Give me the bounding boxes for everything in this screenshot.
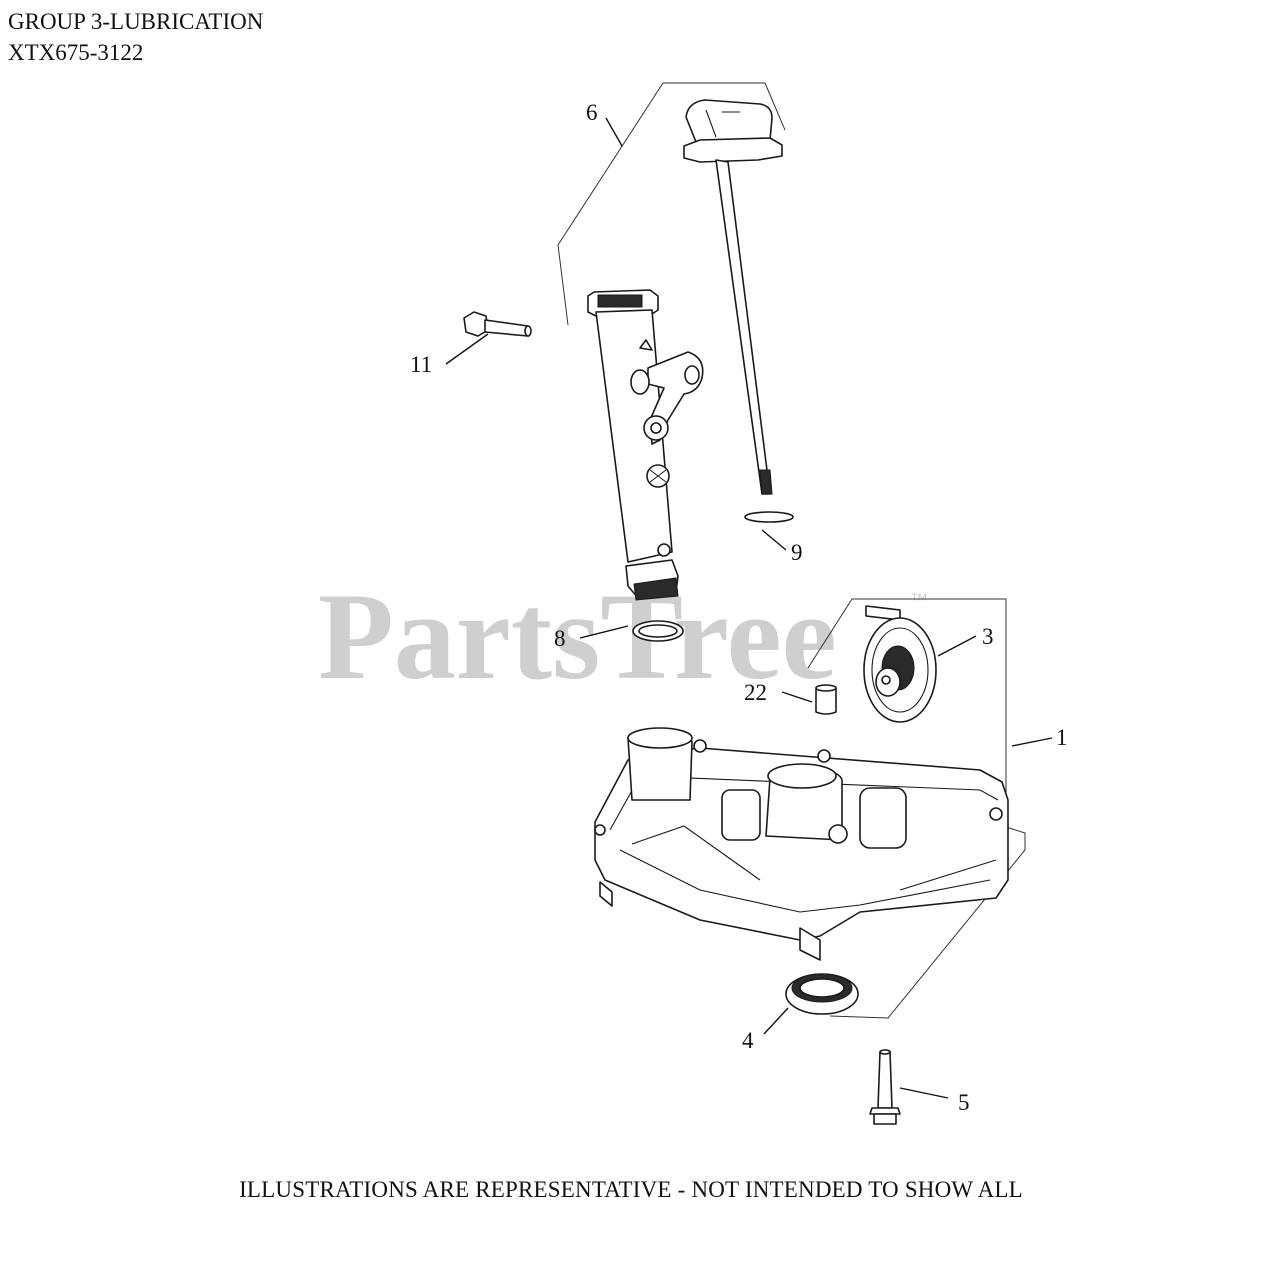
leader-4 [763, 1007, 789, 1035]
callout-9[interactable]: 9 [791, 540, 803, 565]
callout-6[interactable]: 6 [586, 100, 598, 125]
leader-8 [579, 625, 629, 639]
part-1-crankcase-cover[interactable] [594, 727, 1009, 961]
callout-22[interactable]: 22 [744, 680, 767, 705]
part-3-governor-gear[interactable] [863, 605, 937, 723]
part-5-bolt[interactable] [869, 1049, 901, 1125]
part-9-o-ring[interactable] [744, 511, 794, 523]
disclaimer-text: ILLUSTRATIONS ARE REPRESENTATIVE - NOT I… [239, 1177, 1023, 1202]
part-11-bolt[interactable] [463, 311, 532, 337]
watermark-trademark: ™ [910, 590, 928, 610]
oil-fill-tube[interactable] [587, 289, 704, 601]
callout-8[interactable]: 8 [554, 626, 566, 651]
leader-22 [781, 691, 813, 703]
watermark: PartsTree [318, 568, 837, 705]
part-4-oil-seal[interactable] [785, 973, 859, 1015]
callout-4[interactable]: 4 [742, 1028, 754, 1053]
leader-5 [899, 1087, 949, 1099]
assembly-bracket-dipstick [557, 82, 786, 326]
leader-3 [937, 635, 977, 657]
callout-11[interactable]: 11 [410, 352, 432, 377]
callout-1[interactable]: 1 [1056, 725, 1068, 750]
page-header: GROUP 3-LUBRICATION XTX675-3122 [8, 6, 263, 68]
leader-6 [605, 117, 623, 147]
part-8-o-ring[interactable] [632, 620, 684, 642]
leader-1 [1011, 737, 1053, 747]
leader-9 [761, 529, 787, 551]
assembly-bracket-housing [807, 598, 1026, 1019]
callout-5[interactable]: 5 [958, 1090, 970, 1115]
group-title: GROUP 3-LUBRICATION [8, 9, 264, 34]
model-number: XTX675-3122 [8, 40, 144, 65]
callout-3[interactable]: 3 [982, 624, 994, 649]
part-22-dowel-pin[interactable] [815, 684, 837, 715]
leader-11 [445, 333, 489, 365]
part-6-dipstick[interactable] [683, 99, 783, 495]
